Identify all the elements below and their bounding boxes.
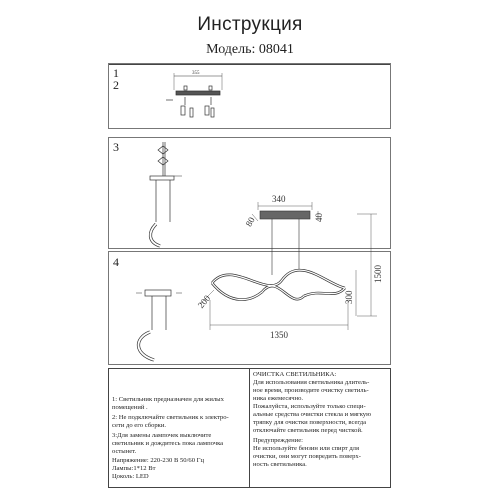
safety-notes-column: 1: Светильник предназначен для жилых пом…	[109, 369, 250, 487]
cleaning-notes-column: ОЧИСТКА СВЕТИЛЬНИКА: Для использования с…	[250, 369, 390, 487]
safety-note-line: 2: Не подключайте светильник к электро-	[112, 414, 229, 421]
cleaning-note-line: тряпку для очистки поверхности, всегда	[253, 419, 367, 426]
step-4-panel	[108, 251, 391, 365]
step-number-1: 1	[113, 66, 119, 80]
step-3-panel	[108, 137, 391, 249]
safety-note-line: 1: Светильник предназначен для жилых	[112, 396, 224, 403]
canopy-height-label: 40	[314, 213, 324, 223]
body-height-label: 300	[344, 290, 354, 304]
cleaning-note-line: ное время, производите очистку светиль-	[253, 387, 369, 394]
step-number-4: 4	[113, 255, 119, 269]
step-4-illustration	[136, 289, 182, 362]
warning-note-line: ность светильника.	[253, 461, 307, 468]
cleaning-note-line: ника ежемесячно.	[253, 395, 304, 402]
lamp-spec: Лампы:1*12 Вт	[112, 465, 156, 472]
cleaning-heading: ОЧИСТКА СВЕТИЛЬНИКА:	[253, 371, 337, 378]
socket-spec: Цоколь: LED	[112, 473, 149, 480]
mounting-plate-illustration	[166, 73, 223, 118]
chandelier-drawing	[199, 202, 377, 330]
total-height-label: 1500	[373, 265, 383, 284]
total-length-label: 1350	[270, 330, 289, 340]
warning-note-line: очистки, они могут повредить поверх-	[253, 453, 361, 460]
voltage-spec: Напряжение: 220-230 В 50/60 Гц	[112, 457, 205, 464]
step-number-2: 2	[113, 78, 119, 92]
mount-width-label: 355	[192, 71, 200, 76]
safety-note-line: светильник и дождитесь пока лампочка	[112, 440, 224, 447]
title-separator	[108, 64, 391, 65]
safety-note-line: помещений .	[112, 404, 148, 411]
warning-note-line: Не используйте бензин или спирт для	[253, 445, 360, 452]
cleaning-note-line: Для использования светильника длитель-	[253, 379, 370, 386]
safety-note-line: 3:Для замены лампочек выключите	[112, 432, 212, 439]
warning-heading: Предупреждение:	[253, 437, 303, 444]
canopy-width-label: 340	[272, 194, 286, 204]
step-number-3: 3	[113, 140, 119, 154]
model-number: Модель: 08041	[206, 42, 294, 57]
step-3-illustration	[148, 142, 182, 248]
cleaning-note-line: альные средства очистки стекла и мягкую	[253, 411, 372, 418]
safety-note-line: остынет.	[112, 448, 137, 455]
steps-1-2-panel	[108, 63, 391, 129]
document-title: Инструкция	[197, 14, 303, 35]
cleaning-note-line: отключайте светильник перед чисткой.	[253, 427, 363, 434]
instructions-table: 1: Светильник предназначен для жилых пом…	[108, 368, 391, 488]
safety-note-line: сети до его сборки.	[112, 422, 167, 429]
canopy-depth-label: 80	[244, 215, 257, 228]
cleaning-note-line: Пожалуйста, используйте только специ-	[253, 403, 366, 410]
